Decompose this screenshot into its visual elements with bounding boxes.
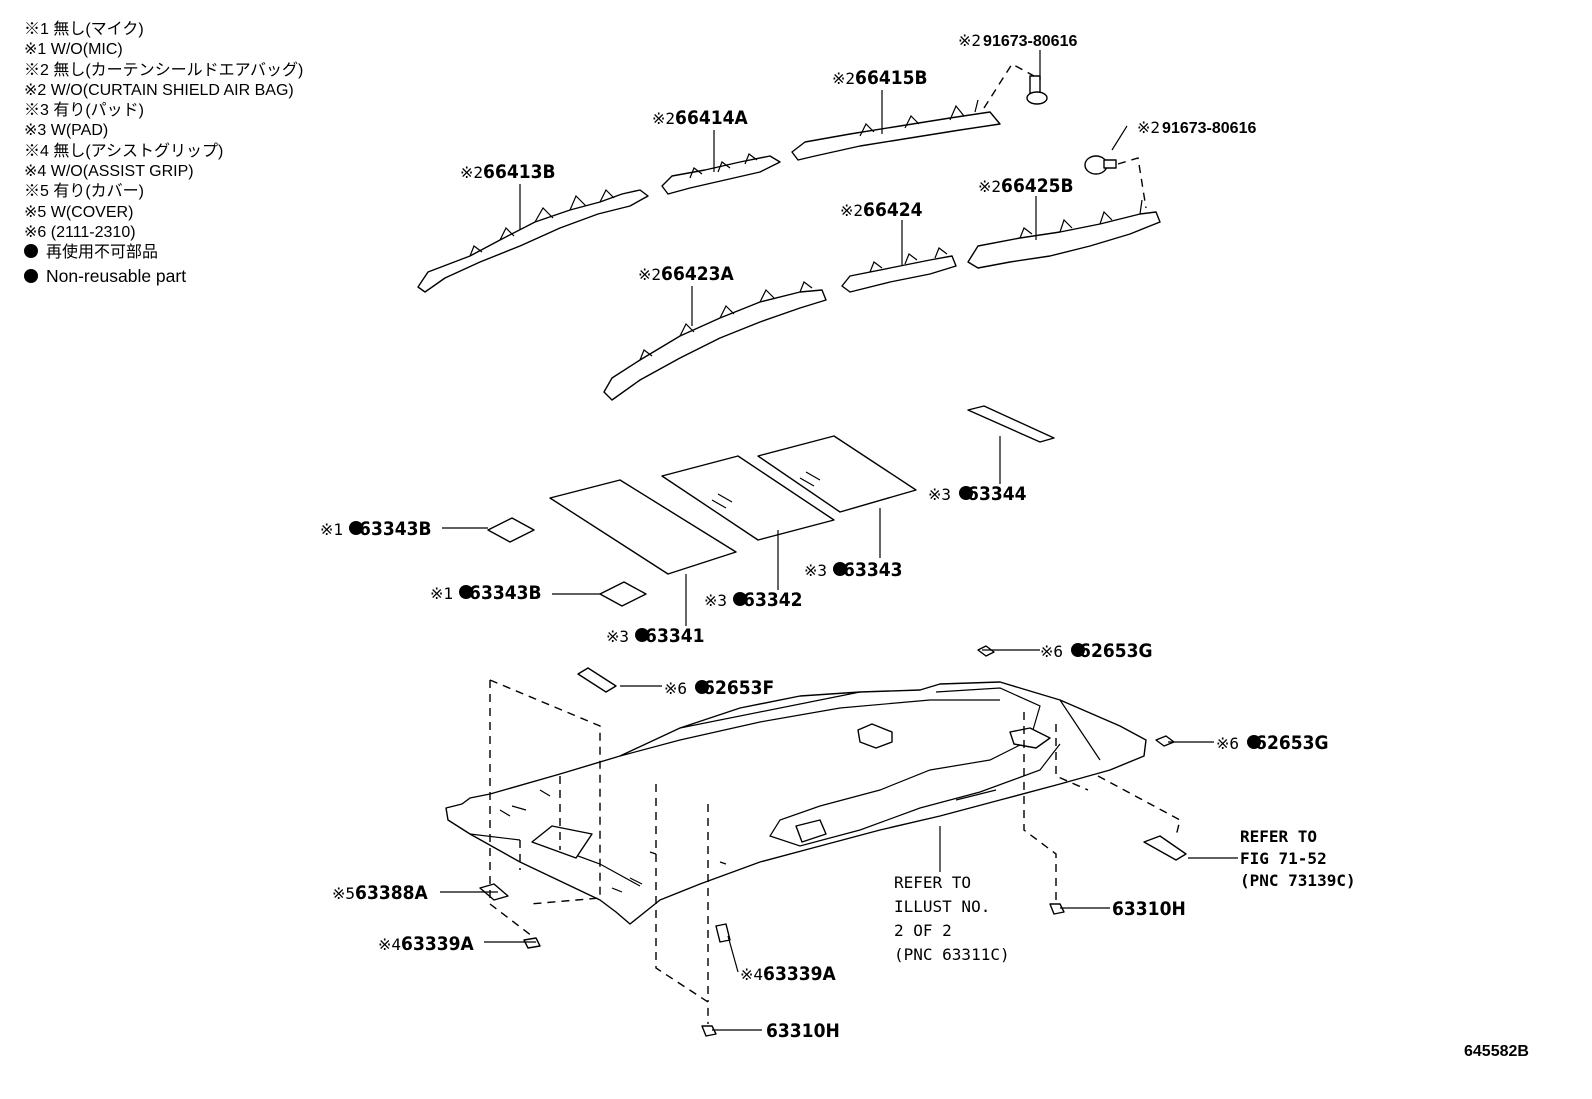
- legend: ※1 無し(マイク) ※1 W/O(MIC) ※2 無し(カーテンシールドエアバ…: [24, 20, 303, 289]
- nonreusable-dot-icon: [24, 268, 38, 283]
- svg-text:(PNC 63311C): (PNC 63311C): [894, 945, 1010, 964]
- label-63339a-left: ※463339A: [378, 933, 475, 955]
- nonreusable-dot-icon: [349, 521, 363, 535]
- label-63310h-right: 63310H: [1112, 898, 1186, 920]
- tape-62653g-right: [1155, 735, 1175, 747]
- bracket-66413b: [417, 188, 649, 293]
- pad-63343b-upper: [487, 517, 535, 543]
- legend-nonreusable-en: Non-reusable part: [24, 264, 303, 289]
- figure-code: 645582B: [1464, 1043, 1529, 1060]
- tape-62653f: [577, 667, 617, 693]
- nonreusable-dot-icon: [1247, 735, 1261, 749]
- label-66424: ※266424: [840, 199, 923, 221]
- pad-63341: [549, 479, 737, 575]
- svg-text:FIG 71-52: FIG 71-52: [1240, 849, 1327, 868]
- nonreusable-dot-icon: [833, 562, 847, 576]
- legend-line: ※3 有り(パッド): [24, 102, 145, 120]
- pad-63343: [757, 435, 917, 513]
- legend-line: ※4 無し(アシストグリップ): [24, 142, 224, 160]
- legend-line: ※2 W/O(CURTAIN SHIELD AIR BAG): [24, 81, 294, 99]
- label-63310h-lower: 63310H: [766, 1020, 840, 1042]
- bracket-66414a: [661, 153, 781, 195]
- legend-nonreusable-jp: 再使用不可部品: [24, 243, 303, 263]
- label-66423a: ※266423A: [638, 263, 735, 285]
- nonreusable-dot-icon: [459, 585, 473, 599]
- label-63388a: ※563388A: [332, 882, 429, 904]
- bracket-66415b: [791, 99, 1001, 161]
- clip-icon: [1026, 75, 1048, 105]
- refer-fig-note: REFER TO FIG 71-52 (PNC 73139C): [1240, 827, 1356, 890]
- clip-icon: [1084, 155, 1117, 175]
- bracket-66424: [841, 247, 957, 293]
- cap-63339a-left: [523, 937, 541, 949]
- clip-63310h-lower: [701, 1025, 717, 1037]
- label-66415b: ※266415B: [832, 67, 928, 89]
- pad-63343b-lower: [599, 581, 647, 607]
- svg-text:REFER TO: REFER TO: [894, 873, 971, 892]
- pad-63342: [661, 455, 835, 541]
- headliner: [445, 681, 1147, 925]
- legend-line: ※5 有り(カバー): [24, 183, 145, 201]
- label-66414a: ※266414A: [652, 107, 749, 129]
- svg-text:ILLUST NO.: ILLUST NO.: [894, 897, 990, 916]
- nonreusable-dot-icon: [635, 628, 649, 642]
- nonreusable-dot-icon: [1071, 643, 1085, 657]
- bracket-66425b: [967, 199, 1161, 269]
- nonreusable-dot-icon: [695, 680, 709, 694]
- nonreusable-dot-icon: [959, 486, 973, 500]
- clip-63310h-right: [1049, 903, 1065, 915]
- nonreusable-dot-icon: [24, 244, 38, 259]
- label-63339a-right: ※463339A: [740, 963, 837, 985]
- pad-63344: [967, 405, 1055, 443]
- svg-text:REFER TO: REFER TO: [1240, 827, 1317, 846]
- legend-line: ※5 W(COVER): [24, 203, 134, 221]
- legend-line: ※2 無し(カーテンシールドエアバッグ): [24, 61, 304, 79]
- legend-line: ※1 無し(マイク): [24, 21, 144, 38]
- bracket-66423a: [603, 281, 827, 401]
- svg-text:2 OF 2: 2 OF 2: [894, 921, 952, 940]
- refer-illust-note: REFER TO ILLUST NO. 2 OF 2 (PNC 63311C): [894, 873, 1010, 964]
- nonreusable-dot-icon: [733, 592, 747, 606]
- legend-line: ※4 W/O(ASSIST GRIP): [24, 163, 194, 181]
- legend-line: ※6 (2111-2310): [24, 223, 136, 241]
- label-66413b: ※266413B: [460, 161, 556, 183]
- svg-text:(PNC 73139C): (PNC 73139C): [1240, 871, 1356, 890]
- legend-line: ※3 W(PAD): [24, 122, 109, 140]
- label-66425b: ※266425B: [978, 175, 1074, 197]
- bracket-73139c: [1143, 835, 1187, 861]
- cap-63339a-right: [715, 923, 731, 943]
- tape-62653g-upper: [977, 645, 995, 657]
- legend-line: ※1 W/O(MIC): [24, 41, 123, 59]
